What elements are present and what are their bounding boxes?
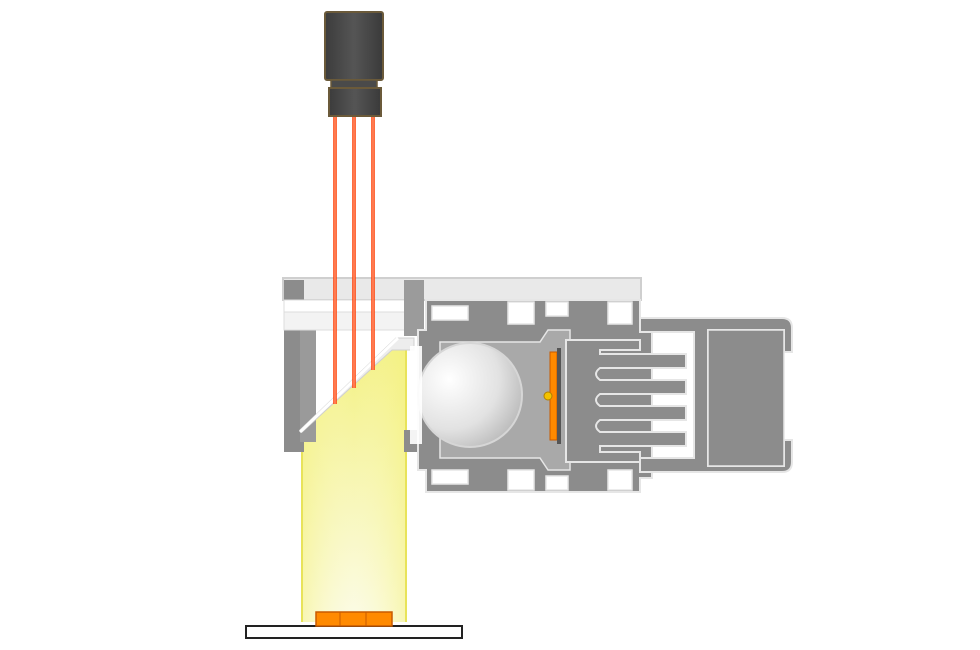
light-beam <box>301 350 407 622</box>
camera <box>324 11 384 117</box>
target-sample <box>315 611 393 627</box>
condenser-lens <box>410 342 523 448</box>
base-plate <box>245 625 463 639</box>
laser-beams <box>333 116 375 404</box>
heat-sink <box>565 317 793 473</box>
